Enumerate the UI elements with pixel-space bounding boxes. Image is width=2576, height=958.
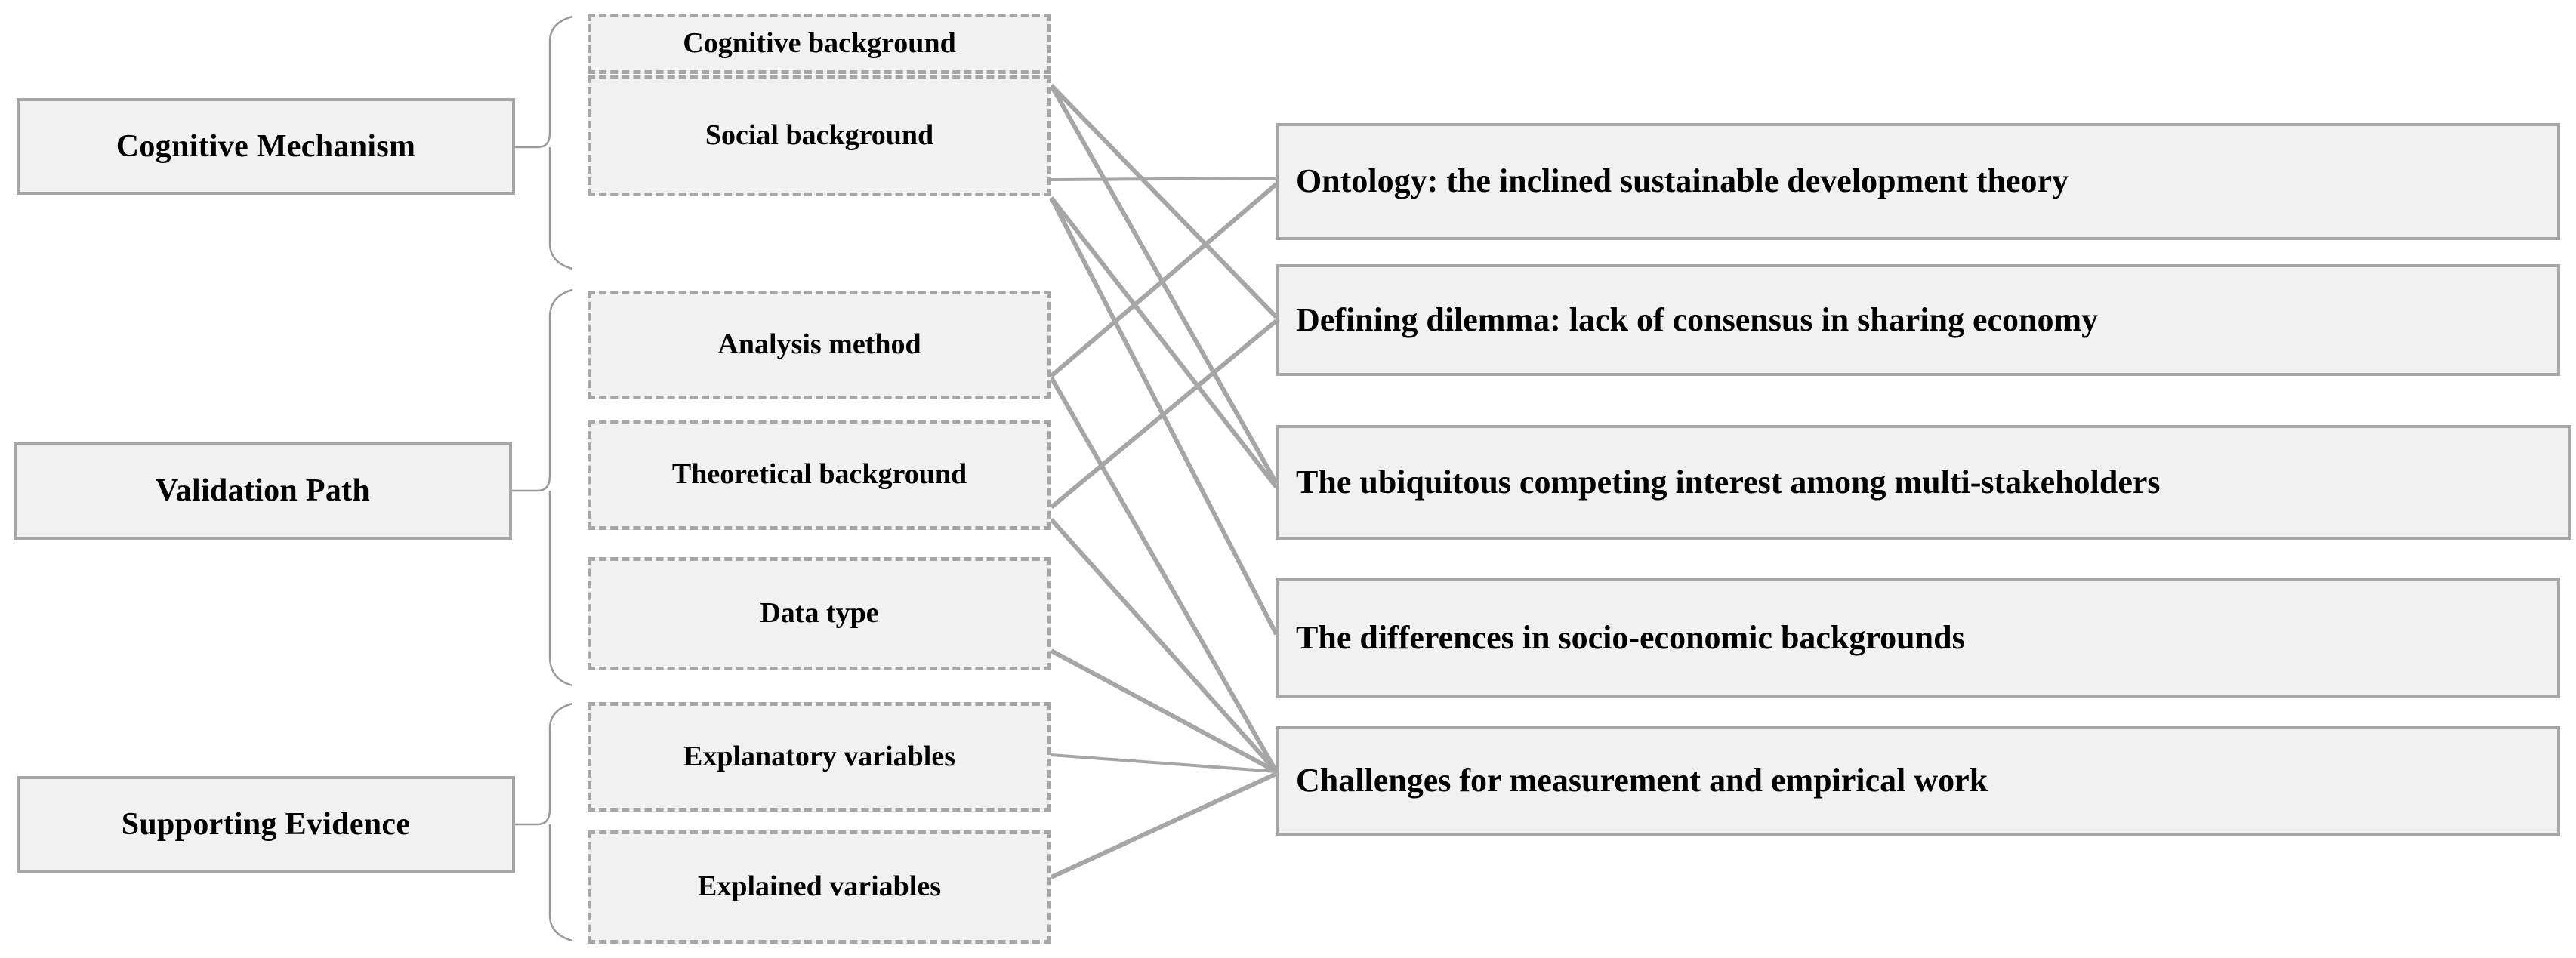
- outcome-box-competing-interest[interactable]: The ubiquitous competing interest among …: [1276, 425, 2571, 540]
- connector-data-type-to-measurement: [1050, 648, 1278, 774]
- outcome-label-socio-economic-differences: The differences in socio-economic backgr…: [1296, 618, 1965, 656]
- outcome-box-ontology[interactable]: Ontology: the inclined sustainable devel…: [1276, 123, 2560, 240]
- brace-supporting-evidence: [515, 702, 573, 826]
- connector-social-background-to-competing-interest: [1049, 196, 1279, 488]
- category-label-cognitive-mechanism: Cognitive Mechanism: [116, 128, 416, 164]
- connector-analysis-method-to-measurement: [1049, 376, 1279, 773]
- outcome-label-defining-dilemma: Defining dilemma: lack of consensus in s…: [1296, 300, 2099, 338]
- sub-label-explained-variables: Explained variables: [698, 870, 941, 903]
- category-label-validation-path: Validation Path: [155, 473, 371, 508]
- sub-box-data-type[interactable]: Data type: [588, 557, 1051, 670]
- connector-cognitive-background-to-defining-dilemma: [1049, 83, 1279, 319]
- sub-box-social-background[interactable]: Social background: [588, 75, 1051, 196]
- category-box-cognitive-mechanism[interactable]: Cognitive Mechanism: [17, 98, 515, 195]
- connector-cognitive-background-to-competing-interest: [1049, 84, 1279, 485]
- sub-box-cognitive-background[interactable]: Cognitive background: [588, 14, 1051, 74]
- connector-analysis-method-to-ontology: [1050, 182, 1278, 378]
- outcome-box-defining-dilemma[interactable]: Defining dilemma: lack of consensus in s…: [1276, 264, 2560, 376]
- sub-box-explained-variables[interactable]: Explained variables: [588, 830, 1051, 944]
- outcome-label-measurement-challenges: Challenges for measurement and empirical…: [1296, 762, 1988, 799]
- sub-label-theoretical-background: Theoretical background: [671, 458, 967, 491]
- brace-cognitive-mechanism: [515, 15, 573, 149]
- connector-theoretical-background-to-measurement: [1049, 518, 1279, 773]
- sub-label-social-background: Social background: [705, 119, 934, 152]
- brace-supporting-evidence-lower: [548, 824, 573, 942]
- connector-explanatory-variables-to-measurement: [1050, 753, 1277, 773]
- sub-box-explanatory-variables[interactable]: Explanatory variables: [588, 702, 1051, 812]
- outcome-label-competing-interest: The ubiquitous competing interest among …: [1296, 463, 2161, 501]
- sub-label-explanatory-variables: Explanatory variables: [683, 740, 955, 772]
- category-box-validation-path[interactable]: Validation Path: [14, 442, 512, 540]
- sub-label-data-type: Data type: [760, 597, 879, 630]
- connector-theoretical-background-to-defining-dilemma: [1050, 319, 1278, 510]
- connector-explained-variables-to-measurement: [1050, 772, 1278, 879]
- sub-label-cognitive-background: Cognitive background: [683, 27, 956, 60]
- outcome-label-ontology: Ontology: the inclined sustainable devel…: [1296, 162, 2069, 200]
- category-box-supporting-evidence[interactable]: Supporting Evidence: [17, 776, 515, 873]
- category-label-supporting-evidence: Supporting Evidence: [121, 806, 411, 842]
- sub-box-analysis-method[interactable]: Analysis method: [588, 291, 1051, 399]
- sub-box-theoretical-background[interactable]: Theoretical background: [588, 420, 1051, 530]
- brace-validation-path: [512, 288, 573, 492]
- brace-validation-path-lower: [548, 491, 573, 687]
- brace-cognitive-mechanism-lower: [548, 147, 573, 270]
- outcome-box-socio-economic-differences[interactable]: The differences in socio-economic backgr…: [1276, 578, 2560, 698]
- sub-label-analysis-method: Analysis method: [717, 328, 921, 361]
- connector-social-background-to-socio-economic: [1049, 196, 1279, 636]
- outcome-box-measurement-challenges[interactable]: Challenges for measurement and empirical…: [1276, 726, 2560, 836]
- connector-social-background-to-ontology: [1050, 177, 1277, 181]
